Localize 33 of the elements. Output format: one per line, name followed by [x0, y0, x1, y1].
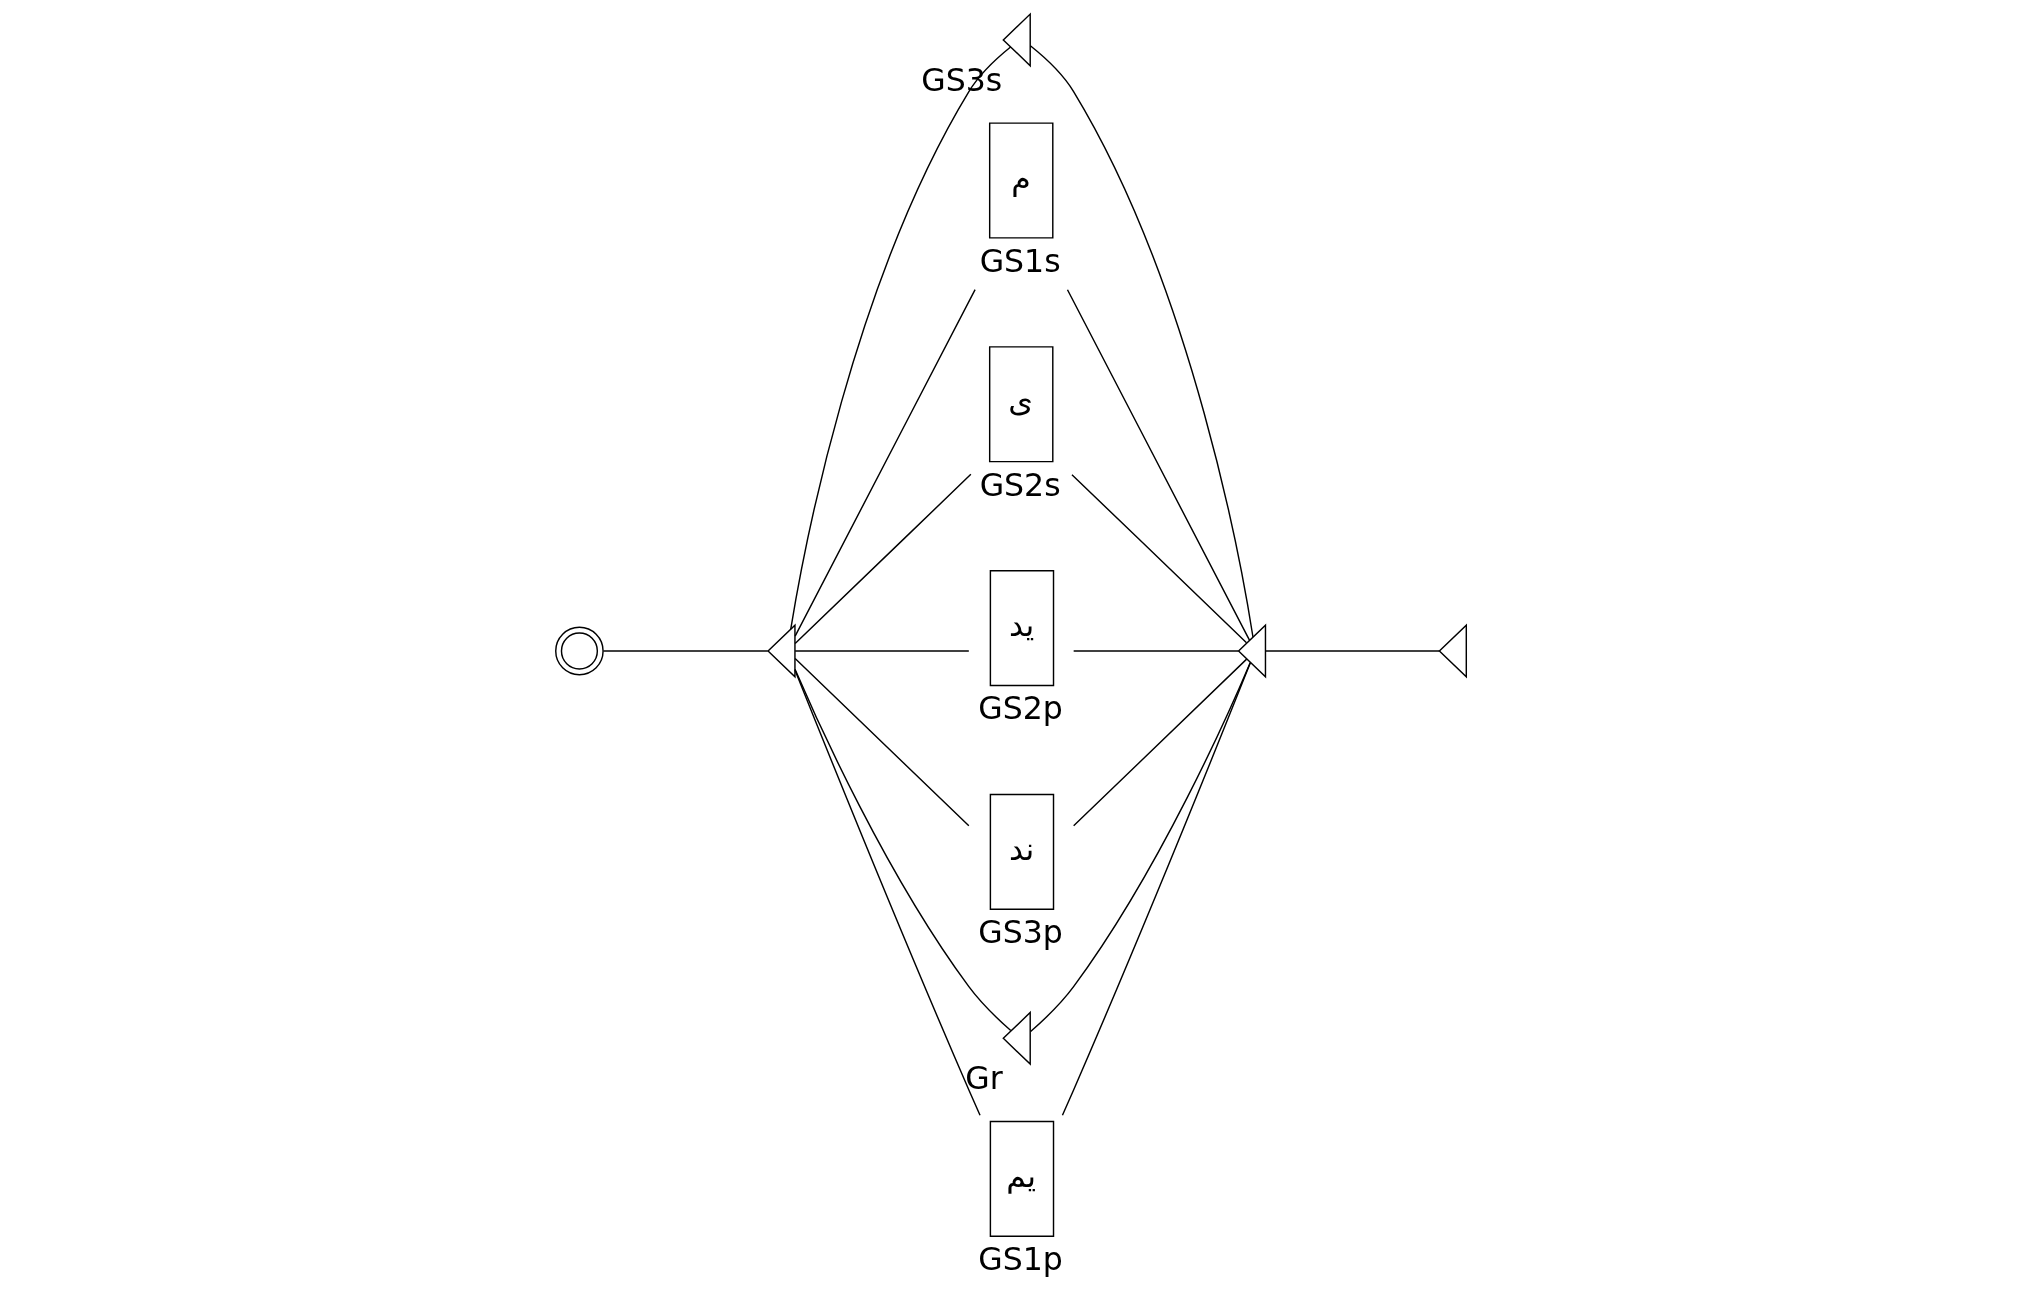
- connector: [1265, 650, 1440, 652]
- connector: [794, 288, 976, 637]
- node-label: GS1s: [979, 242, 1061, 279]
- node-triangle: [1237, 623, 1267, 679]
- node-triangle: [1002, 12, 1031, 68]
- connector: [1072, 650, 1240, 652]
- connector: [1061, 661, 1252, 1116]
- node-box: يد: [989, 569, 1055, 687]
- node-circle: [555, 626, 604, 676]
- node-triangle: [1002, 1010, 1031, 1066]
- connector: [794, 668, 1012, 1032]
- connector: [794, 650, 970, 652]
- node-box: ى: [988, 346, 1054, 463]
- node-label: GS1p: [978, 1241, 1063, 1278]
- connector: [1066, 289, 1251, 641]
- connector: [1029, 662, 1251, 1033]
- connector: [1072, 658, 1248, 827]
- node-label: Gr: [965, 1060, 1003, 1097]
- connector: [602, 650, 769, 652]
- node-box: م: [988, 122, 1054, 239]
- connector: [790, 46, 1012, 630]
- node-label: GS3p: [978, 914, 1063, 951]
- node-box: يم: [989, 1120, 1055, 1237]
- connector: [794, 657, 970, 827]
- connector: [1029, 45, 1254, 638]
- connector: [794, 669, 981, 1116]
- connector: [1071, 473, 1248, 644]
- node-triangle: [1438, 623, 1467, 679]
- node-triangle: [767, 623, 796, 679]
- node-label: GS2p: [978, 690, 1063, 727]
- node-box: ند: [989, 793, 1055, 910]
- connector: [794, 473, 972, 645]
- node-label: GS2s: [979, 466, 1061, 503]
